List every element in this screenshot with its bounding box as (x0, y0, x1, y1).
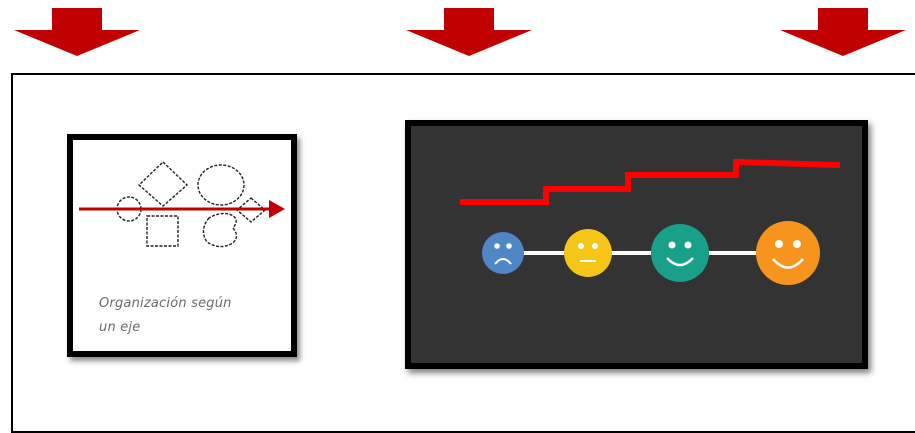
down-arrow-right-icon (780, 8, 906, 56)
caption-line-1: Organización según (99, 296, 232, 311)
oval-shape (197, 164, 245, 206)
happy-face-icon (651, 224, 709, 282)
blob-shape (202, 212, 238, 248)
neutral-face-icon (564, 229, 612, 277)
shapes-diagram (79, 161, 285, 248)
small-diamond-shape (235, 197, 267, 223)
sad-face-icon (482, 232, 524, 274)
diamond-shape (137, 161, 189, 207)
mood-scale-diagram (460, 158, 841, 285)
down-arrow-center-icon (406, 8, 532, 56)
mood-scale-card (405, 120, 868, 369)
caption-line-2: un eje (99, 320, 141, 335)
down-arrow-left-icon (14, 8, 140, 56)
step-line (460, 158, 841, 205)
caption: Organización según un eje (99, 292, 269, 340)
very-happy-face-icon (756, 221, 820, 285)
axis-organization-card: Organización según un eje (67, 134, 297, 357)
axis-arrowhead-icon (269, 200, 285, 218)
square-shape (146, 215, 179, 247)
